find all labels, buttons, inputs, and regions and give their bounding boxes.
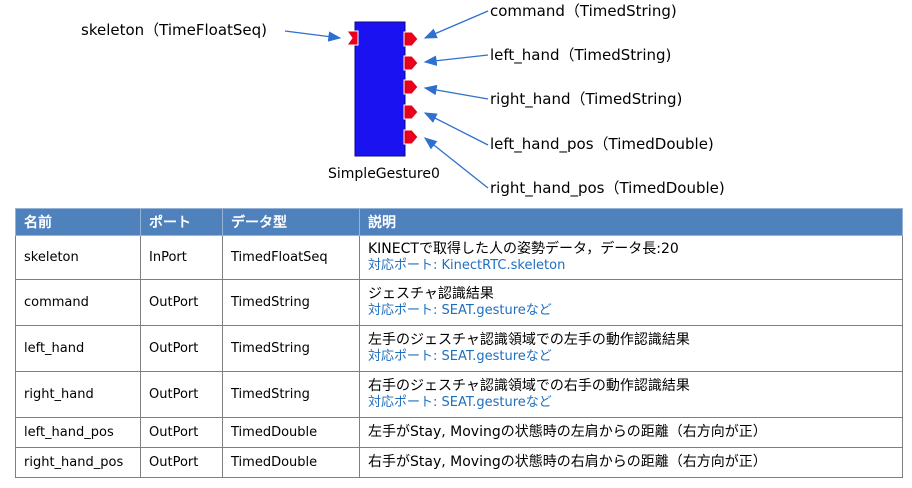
table-row: right_hand OutPort TimedString 右手のジェスチャ認… xyxy=(15,371,903,418)
port-table: 名前 ポート データ型 説明 skeleton InPort TimedFloa… xyxy=(15,208,903,478)
description-text: 左手がStay, Movingの状態時の左肩からの距離（右方向が正） xyxy=(368,424,767,440)
corresponding-port: 対応ポート: SEAT.gestureなど xyxy=(368,303,552,318)
cell-port: OutPort xyxy=(140,371,223,418)
component-diagram: skeleton（TimeFloatSeq) command（TimedStri… xyxy=(0,0,912,205)
cell-description: KINECTで取得した人の姿勢データ，データ長:20 対応ポート: Kinect… xyxy=(359,235,903,280)
cell-name: right_hand xyxy=(15,371,141,418)
outport-label-right-hand-pos: right_hand_pos（TimedDouble) xyxy=(490,179,725,197)
arrow-right-hand-pos xyxy=(423,137,489,189)
cell-name: command xyxy=(15,279,141,326)
cell-description: 左手がStay, Movingの状態時の左肩からの距離（右方向が正） xyxy=(359,417,903,448)
outport-left-hand[interactable] xyxy=(403,55,419,71)
cell-name: left_hand_pos xyxy=(15,417,141,448)
description-text: ジェスチャ認識結果 xyxy=(368,286,494,302)
cell-port: OutPort xyxy=(140,279,223,326)
cell-name: skeleton xyxy=(15,235,141,280)
cell-name: right_hand_pos xyxy=(15,447,141,478)
description-text: 右手がStay, Movingの状態時の右肩からの距離（右方向が正） xyxy=(368,454,767,470)
table-row: right_hand_pos OutPort TimedDouble 右手がSt… xyxy=(15,447,903,478)
table-row: skeleton InPort TimedFloatSeq KINECTで取得し… xyxy=(15,235,903,280)
cell-type: TimedDouble xyxy=(222,417,360,448)
outport-label-left-hand-pos: left_hand_pos（TimedDouble) xyxy=(490,135,714,153)
description-text: 左手のジェスチャ認識領域での左手の動作認識結果 xyxy=(368,332,690,348)
table-header-row: 名前 ポート データ型 説明 xyxy=(15,208,903,236)
corresponding-port: 対応ポート: SEAT.gestureなど xyxy=(368,349,552,364)
arrow-right-hand xyxy=(423,84,489,100)
corresponding-port: 対応ポート: SEAT.gestureなど xyxy=(368,395,552,410)
arrow-left-hand-pos xyxy=(423,112,489,146)
header-type: データ型 xyxy=(222,208,360,236)
cell-type: TimedDouble xyxy=(222,447,360,478)
description-text: KINECTで取得した人の姿勢データ，データ長:20 xyxy=(368,241,679,257)
inport-label: skeleton（TimeFloatSeq) xyxy=(81,21,268,39)
outport-command[interactable] xyxy=(403,31,419,47)
corresponding-port: 対応ポート: KinectRTC.skeleton xyxy=(368,258,566,273)
inport-skeleton[interactable] xyxy=(346,30,359,46)
table-row: command OutPort TimedString ジェスチャ認識結果 対応… xyxy=(15,279,903,326)
cell-port: OutPort xyxy=(140,325,223,372)
arrow-left-hand xyxy=(423,54,489,66)
component-name: SimpleGesture0 xyxy=(328,166,440,182)
cell-port: InPort xyxy=(140,235,223,280)
table-row: left_hand OutPort TimedString 左手のジェスチャ認識… xyxy=(15,325,903,372)
outports xyxy=(403,31,419,145)
header-name: 名前 xyxy=(15,208,141,236)
cell-type: TimedString xyxy=(222,371,360,418)
diagram-canvas xyxy=(284,10,489,189)
cell-description: 左手のジェスチャ認識領域での左手の動作認識結果 対応ポート: SEAT.gest… xyxy=(359,325,903,372)
outport-label-left-hand: left_hand（TimedString) xyxy=(490,46,672,64)
table-row: left_hand_pos OutPort TimedDouble 左手がSta… xyxy=(15,417,903,448)
cell-port: OutPort xyxy=(140,417,223,448)
cell-description: 右手のジェスチャ認識領域での右手の動作認識結果 対応ポート: SEAT.gest… xyxy=(359,371,903,418)
cell-name: left_hand xyxy=(15,325,141,372)
outport-label-right-hand: right_hand（TimedString) xyxy=(490,90,683,108)
outport-right-hand-pos[interactable] xyxy=(403,129,419,145)
cell-type: TimedString xyxy=(222,279,360,326)
header-description: 説明 xyxy=(359,208,903,236)
cell-type: TimedFloatSeq xyxy=(222,235,360,280)
outport-right-hand[interactable] xyxy=(403,79,419,95)
cell-type: TimedString xyxy=(222,325,360,372)
outport-label-command: command（TimedString) xyxy=(490,2,677,20)
outport-left-hand-pos[interactable] xyxy=(403,104,419,120)
header-port: ポート xyxy=(140,208,223,236)
description-text: 右手のジェスチャ認識領域での右手の動作認識結果 xyxy=(368,378,690,394)
cell-description: ジェスチャ認識結果 対応ポート: SEAT.gestureなど xyxy=(359,279,903,326)
arrow-skeleton xyxy=(284,30,342,42)
cell-port: OutPort xyxy=(140,447,223,478)
component-block[interactable] xyxy=(354,21,406,157)
cell-description: 右手がStay, Movingの状態時の右肩からの距離（右方向が正） xyxy=(359,447,903,478)
arrow-command xyxy=(423,10,489,39)
